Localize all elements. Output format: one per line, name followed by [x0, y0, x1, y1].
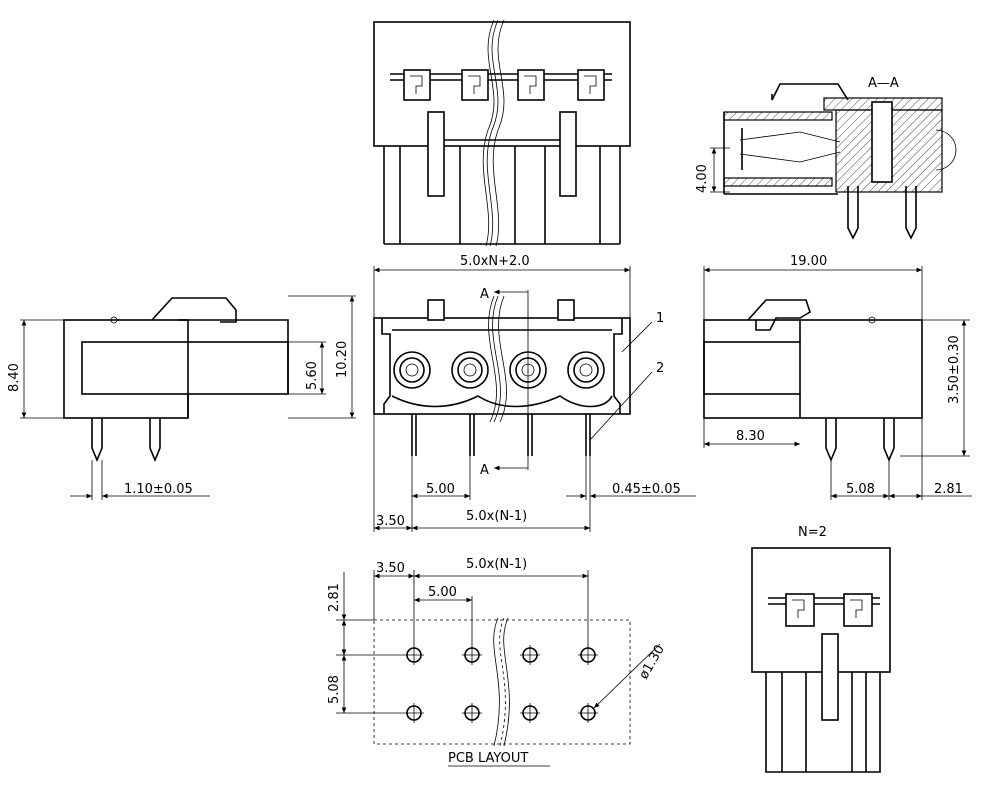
pcb-top-dim: 2.81 [327, 583, 342, 612]
small-view-title: N=2 [798, 525, 827, 540]
pcb-pitch-dim: 5.00 [428, 585, 457, 600]
front-pin-dim: 0.45±0.05 [612, 482, 681, 497]
left-right-height-dim: 10.20 [335, 341, 350, 378]
front-pitch-dim: 5.00 [426, 482, 455, 497]
right-depth-dim: 8.30 [736, 429, 765, 444]
right-side-view: 19.00 3.50±0.30 8.30 5.08 2.81 [703, 254, 972, 500]
callout-1: 1 [656, 311, 664, 326]
pcb-layout: 3.50 5.0x(N-1) 5.00 2.81 5.08 ø1.30 PCB … [327, 557, 668, 767]
front-width-dim: 5.0xN+2.0 [460, 254, 530, 269]
section-label-bottom: A [480, 463, 489, 478]
pcb-edge-dim: 3.50 [376, 561, 405, 576]
pcb-holes [404, 645, 598, 723]
left-total-height-dim: 8.40 [7, 363, 22, 392]
pcb-layout-title: PCB LAYOUT [448, 751, 528, 766]
front-view: 5.0xN+2.0 A A 1 2 5.00 0.45±0.05 3.50 5.… [373, 254, 696, 532]
right-pin-offset-dim: 2.81 [934, 482, 963, 497]
left-side-view: 8.40 10.20 5.60 1.10±0.05 [7, 295, 356, 500]
top-view [373, 19, 631, 247]
callout-2: 2 [656, 361, 664, 376]
section-view: A—A 4.00 [695, 76, 957, 240]
section-height-dim: 4.00 [695, 164, 710, 193]
top-view-latches [403, 69, 605, 101]
left-inner-height-dim: 5.60 [305, 361, 320, 390]
right-height-dim: 3.50±0.30 [947, 335, 962, 404]
pcb-span-dim: 5.0x(N-1) [466, 557, 527, 572]
right-width-dim: 19.00 [790, 254, 827, 269]
section-label-top: A [480, 287, 489, 302]
left-pin-width-dim: 1.10±0.05 [124, 482, 193, 497]
pcb-row-pitch-dim: 5.08 [327, 675, 342, 704]
section-title: A—A [868, 76, 899, 91]
right-pin-pitch-dim: 5.08 [846, 482, 875, 497]
front-edge-dim: 3.50 [376, 514, 405, 529]
front-screws [393, 351, 605, 389]
small-view: N=2 [751, 525, 891, 773]
front-span-dim: 5.0x(N-1) [466, 509, 527, 524]
